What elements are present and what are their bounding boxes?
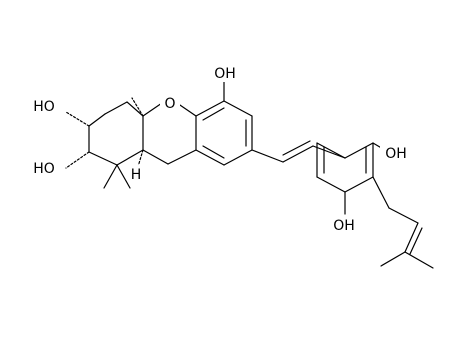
- hydroxyl-label-ring-a: OH: [214, 66, 236, 82]
- stereo-hydrogen-label: H: [131, 167, 142, 183]
- hydroxyl-label-c3: HO: [33, 99, 55, 115]
- hydroxyl-label-c2: HO: [33, 161, 55, 177]
- stilbene-linker: [251, 140, 346, 163]
- cyclohexane-ring: [88, 101, 144, 166]
- aromatic-ring-a: [195, 79, 253, 166]
- gem-dimethyl: [103, 164, 131, 189]
- hydroxyl-label-resorcinol-top: OH: [385, 146, 407, 162]
- ring-oxygen-label: O: [164, 96, 175, 112]
- atom-labels: O OH HO HO OH OH H: [28, 64, 412, 234]
- aromatic-ring-b: [316, 142, 391, 215]
- prenyl-chain: [372, 176, 434, 269]
- pyran-ring: [142, 102, 197, 165]
- hydroxyl-label-resorcinol-bottom: OH: [333, 218, 355, 234]
